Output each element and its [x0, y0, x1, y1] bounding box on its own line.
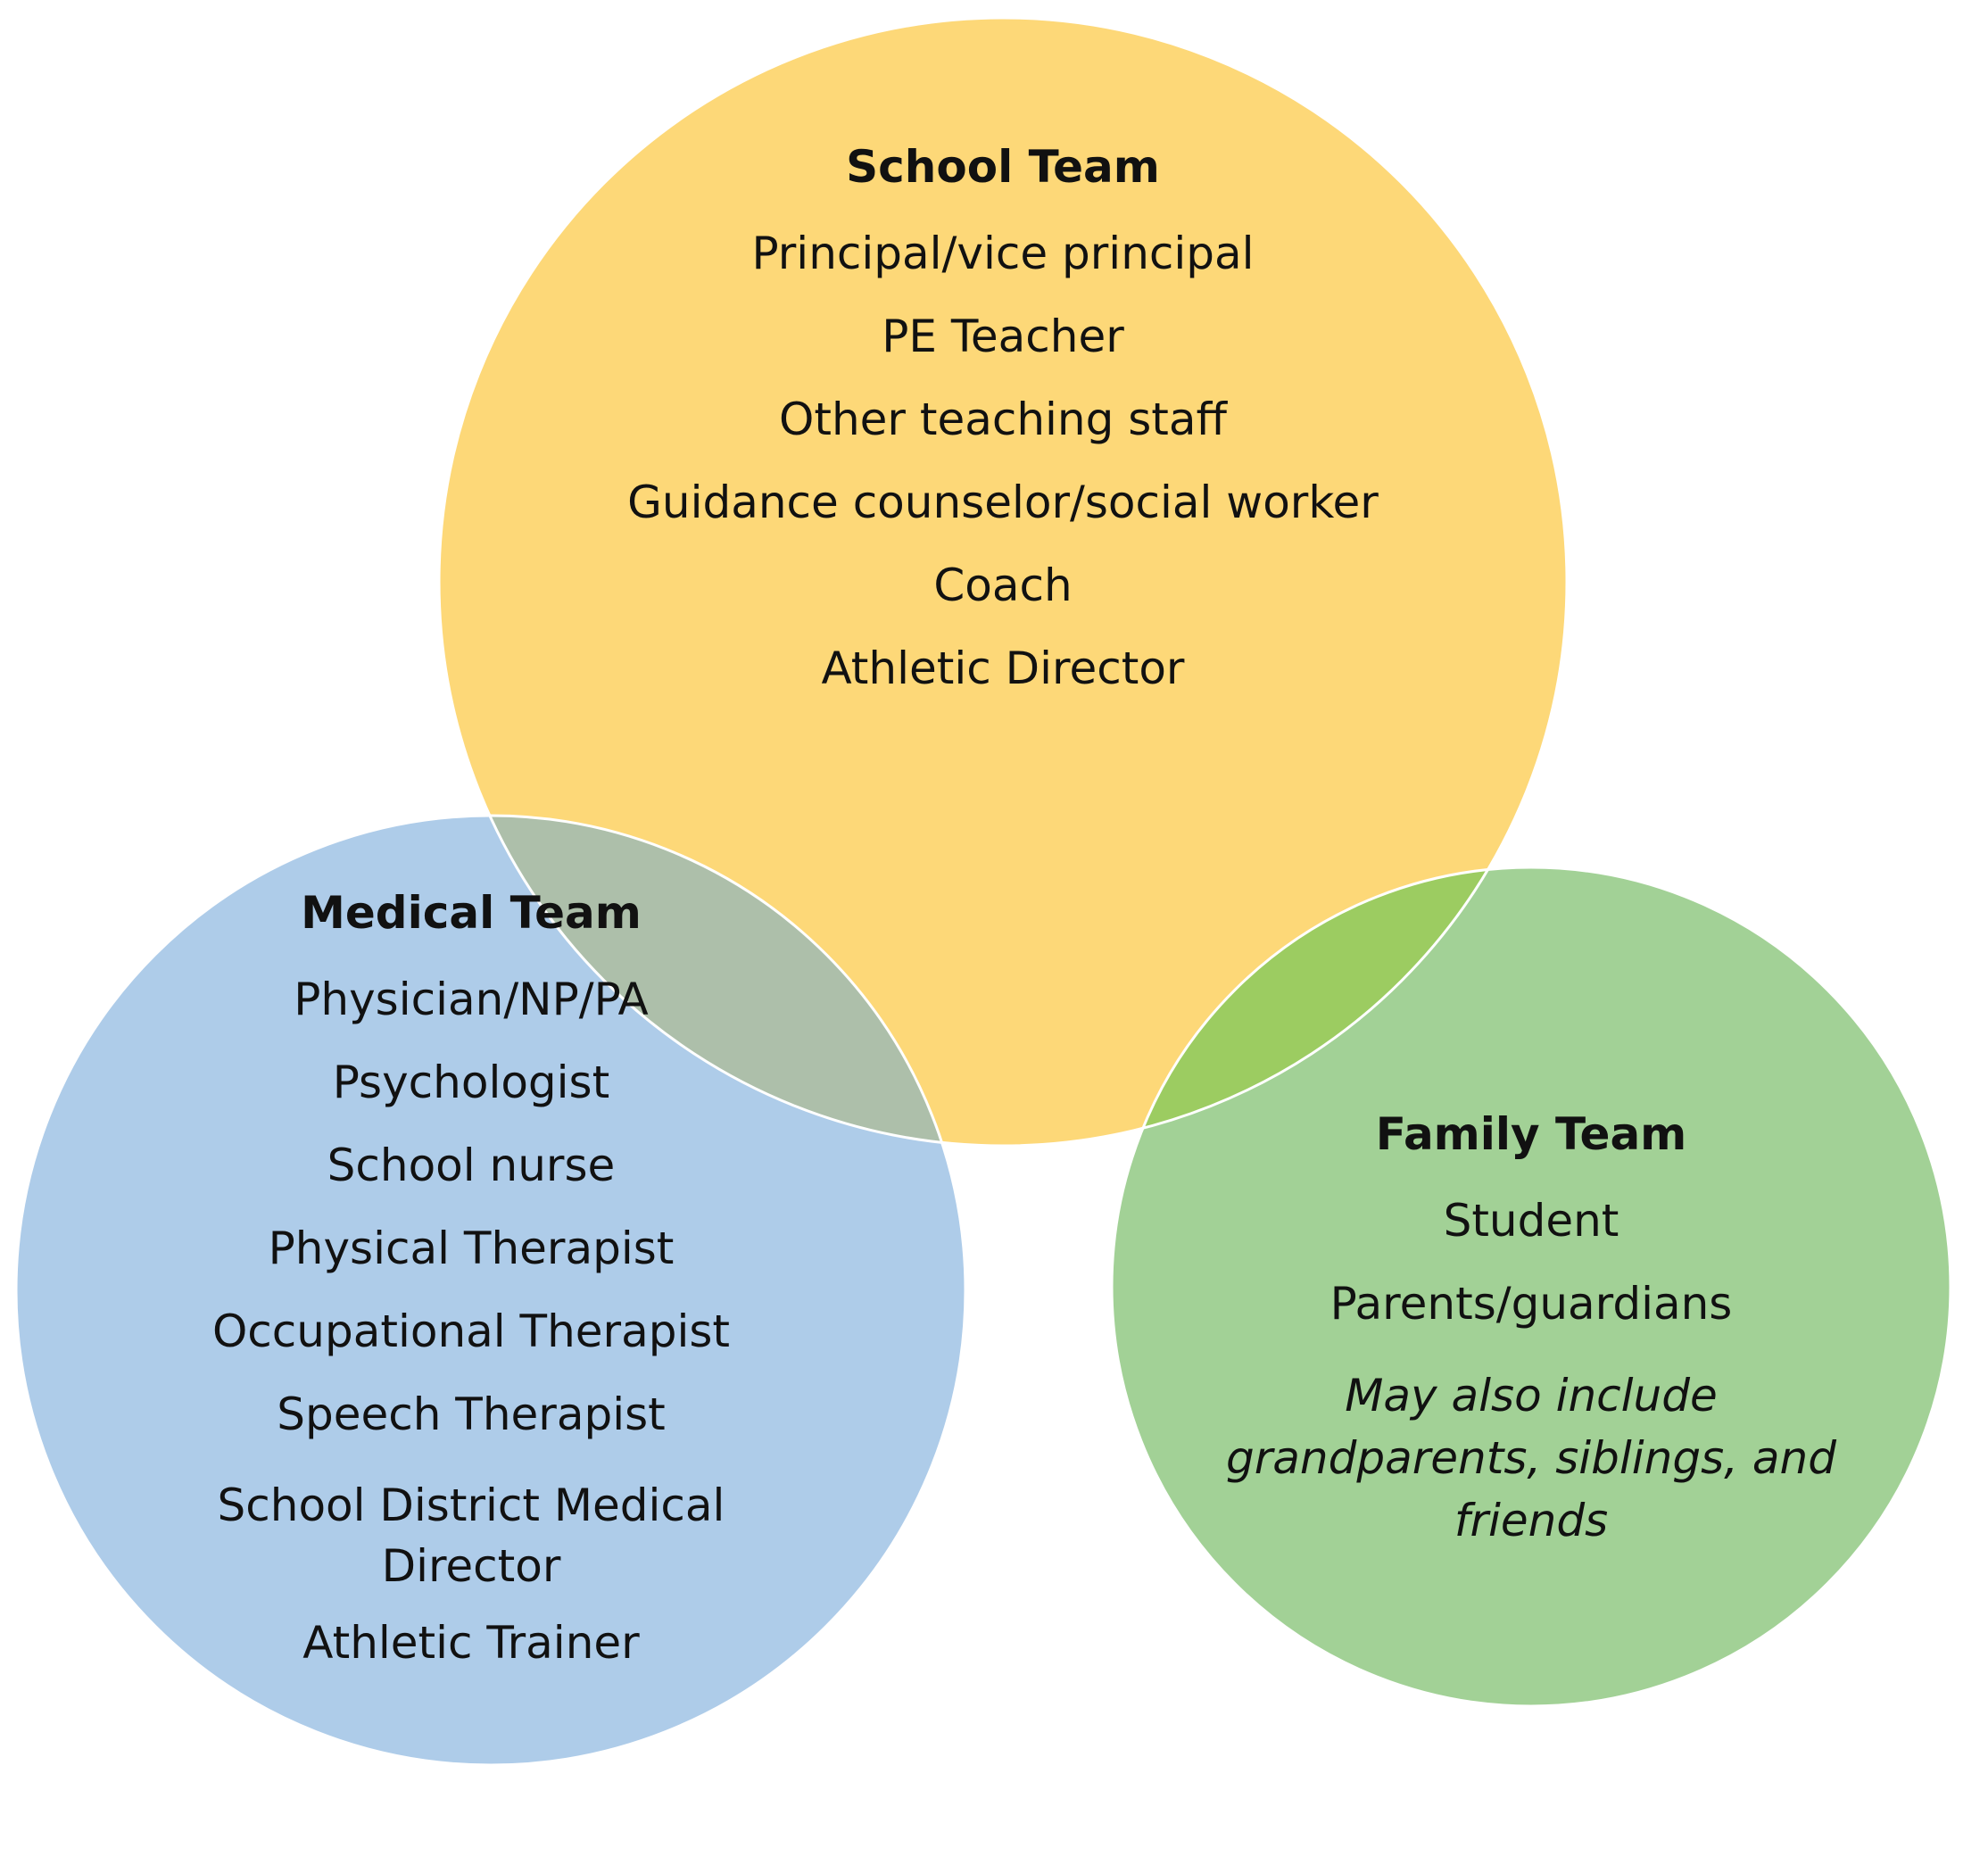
family-team-member: Student: [1443, 1195, 1619, 1247]
school-team-member: PE Teacher: [882, 311, 1124, 362]
school-medical-overlap: [439, 816, 965, 1146]
family-circle: [1112, 867, 1951, 1706]
medical-team-block: Medical Team Physician/NP/PA Psychologis…: [159, 891, 783, 1703]
school-team-member: Coach: [933, 560, 1073, 611]
school-team-member: Athletic Director: [821, 642, 1185, 694]
medical-team-member: Athletic Trainer: [302, 1617, 640, 1669]
school-circle-outline: [437, 16, 1569, 1148]
school-team-title: School Team: [846, 141, 1160, 193]
medical-team-member: Physical Therapist: [268, 1223, 675, 1274]
family-team-member: Parents/guardians: [1329, 1278, 1733, 1330]
school-circle: [439, 18, 1567, 1146]
medical-team-member: Speech Therapist: [277, 1388, 666, 1440]
medical-team-member: Occupational Therapist: [211, 1306, 731, 1357]
school-team-member: Principal/vice principal: [751, 228, 1255, 279]
family-team-note: May also include grandparents, siblings,…: [1226, 1370, 1836, 1546]
family-team-block: Family Team Student Parents/guardians Ma…: [1192, 1112, 1870, 1552]
family-team-title: Family Team: [1375, 1108, 1687, 1160]
school-team-block: School Team Principal/vice principal PE …: [557, 145, 1449, 729]
medical-team-member: Physician/NP/PA: [294, 974, 649, 1025]
medical-team-member: School nurse: [327, 1140, 616, 1191]
medical-team-member: School District Medical Director: [217, 1480, 725, 1592]
school-team-member: Other teaching staff: [778, 394, 1227, 445]
medical-circle-outline: [14, 814, 967, 1767]
medical-team-title: Medical Team: [301, 887, 642, 939]
family-circle-outline: [1110, 866, 1952, 1708]
school-team-member: Guidance counselor/social worker: [627, 477, 1379, 528]
medical-team-member: Psychologist: [332, 1057, 610, 1108]
